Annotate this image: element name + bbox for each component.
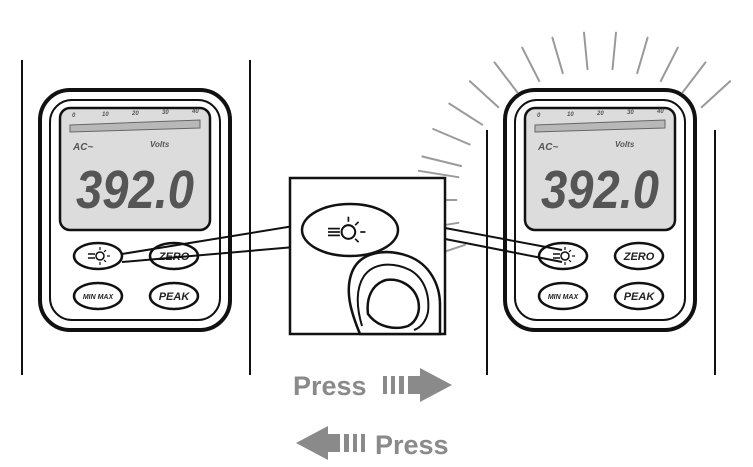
svg-text:10: 10 xyxy=(102,112,109,118)
glow-ray xyxy=(417,169,460,179)
left-peak-label: PEAK xyxy=(159,291,191,303)
glow-ray xyxy=(432,128,471,146)
glow-ray xyxy=(636,36,649,75)
arrow-right-icon xyxy=(383,368,452,402)
right-backlight-button[interactable] xyxy=(537,241,589,271)
right-minmax-button[interactable] xyxy=(537,281,589,311)
left-unit-label: Volts xyxy=(150,140,170,149)
glow-ray xyxy=(468,80,500,109)
callout-lines xyxy=(121,224,563,263)
glow-ray xyxy=(448,102,484,126)
backlight-bulb-icon xyxy=(88,247,110,265)
right-zero-button[interactable] xyxy=(613,241,665,271)
glow-ray xyxy=(521,46,541,82)
press-off-instruction: Press xyxy=(296,426,449,460)
press-on-instruction: Press xyxy=(293,368,452,402)
pressing-finger-icon xyxy=(347,250,442,336)
left-scale-ticks: 0 10 20 30 40 xyxy=(72,109,199,119)
arrow-left-icon xyxy=(296,426,365,460)
right-peak-label: PEAK xyxy=(624,291,656,303)
glow-ray xyxy=(493,61,519,94)
svg-text:30: 30 xyxy=(162,110,169,116)
right-peak-button[interactable] xyxy=(613,281,665,311)
left-reading: 392.0 xyxy=(76,160,194,220)
glow-ray xyxy=(551,36,564,75)
left-peak-button[interactable] xyxy=(148,281,200,311)
zoom-inset xyxy=(288,176,447,336)
svg-text:30: 30 xyxy=(627,110,634,116)
inset-backlight-button xyxy=(300,202,400,258)
backlight-bulb-icon xyxy=(553,247,575,265)
press-off-label: Press xyxy=(375,430,449,460)
left-minmax-button[interactable] xyxy=(72,281,124,311)
left-minmax-label: MIN MAX xyxy=(83,294,115,301)
left-backlight-button[interactable] xyxy=(72,241,124,271)
glow-ray xyxy=(659,46,679,82)
right-reading: 392.0 xyxy=(541,160,659,220)
right-unit-label: Volts xyxy=(615,140,635,149)
right-minmax-label: MIN MAX xyxy=(548,294,580,301)
glow-ray xyxy=(681,61,707,94)
right-meter: 0 10 20 30 40 AC~ Volts 392.0 ZERO xyxy=(486,88,716,375)
svg-text:40: 40 xyxy=(656,109,664,115)
svg-text:40: 40 xyxy=(191,109,199,115)
svg-text:0: 0 xyxy=(537,113,541,119)
svg-text:20: 20 xyxy=(596,111,604,117)
svg-text:10: 10 xyxy=(567,112,574,118)
press-on-label: Press xyxy=(293,371,367,401)
backlight-bulb-icon xyxy=(327,216,366,243)
glow-ray xyxy=(700,80,732,109)
right-mode-label: AC~ xyxy=(537,142,558,153)
left-mode-label: AC~ xyxy=(72,142,93,153)
glow-ray xyxy=(421,155,463,167)
glow-ray xyxy=(583,31,589,71)
right-zero-label: ZERO xyxy=(623,251,655,263)
svg-text:20: 20 xyxy=(131,111,139,117)
svg-text:0: 0 xyxy=(72,113,76,119)
right-scale-ticks: 0 10 20 30 40 xyxy=(537,109,664,119)
left-meter: 0 10 20 30 40 AC~ Volts 392.0 xyxy=(21,60,251,375)
glow-ray xyxy=(611,31,617,71)
